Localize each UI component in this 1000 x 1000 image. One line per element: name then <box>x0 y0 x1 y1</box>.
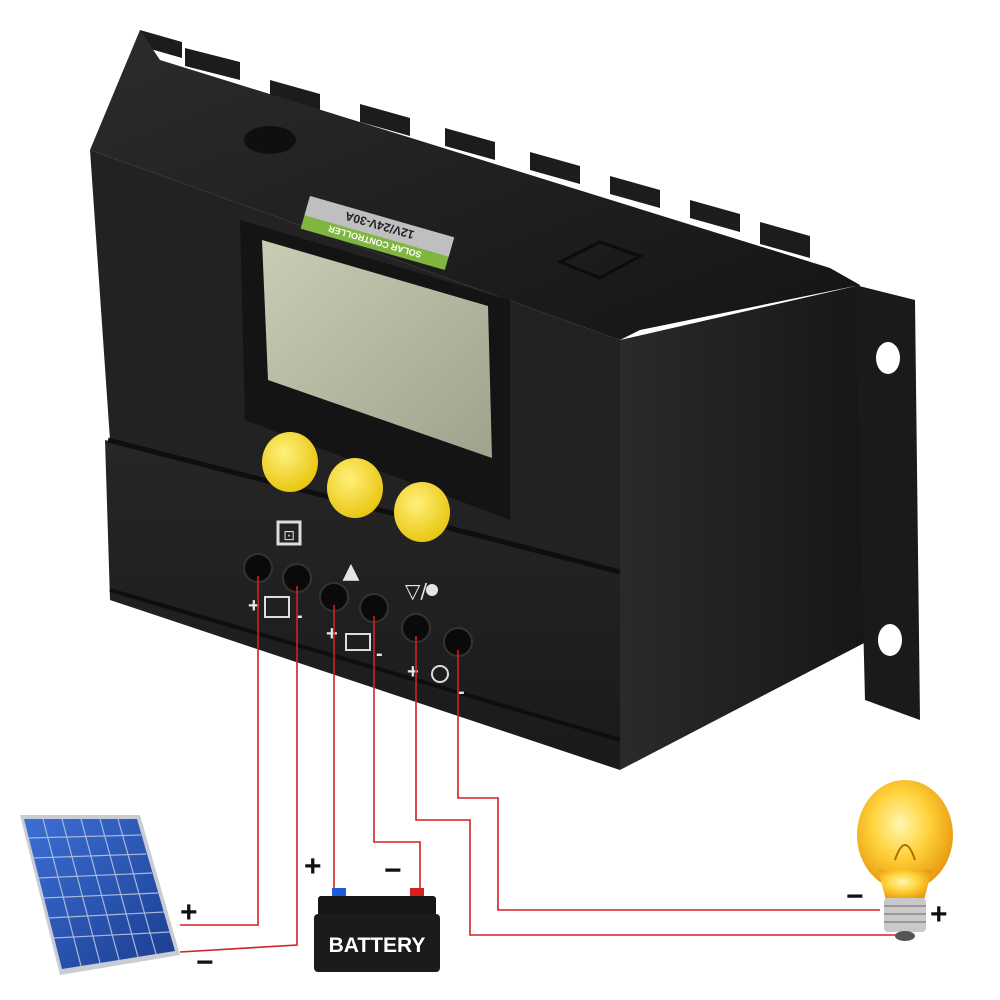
top-vent-hole <box>244 126 296 154</box>
wire-solar-plus <box>180 576 259 926</box>
wires <box>179 576 905 953</box>
menu-button[interactable] <box>262 432 318 492</box>
down-button[interactable] <box>394 482 450 542</box>
wire-solar-minus <box>179 586 298 953</box>
battery-minus-sign: - <box>376 643 383 665</box>
load-plus-sign: + <box>407 661 419 683</box>
load-bulb-mini-icon <box>431 665 449 683</box>
battery: BATTERY <box>314 888 440 972</box>
load-minus-sign: - <box>458 681 465 703</box>
wire-load-minus <box>457 650 880 911</box>
mounting-hole-top <box>876 342 900 374</box>
mounting-bracket <box>855 285 920 720</box>
bulb-minus-label: − <box>846 880 864 913</box>
wire-load-plus <box>415 636 905 936</box>
top-recess <box>556 240 644 280</box>
battery-minus-label: − <box>384 854 402 887</box>
load-terminal-icon: ▽/ <box>405 579 438 603</box>
controller-right-side <box>620 285 870 770</box>
wire-battery-minus <box>373 616 421 895</box>
light-bulb <box>857 780 953 941</box>
battery-plus-sign: + <box>326 623 338 645</box>
solar-plus-sign: + <box>248 595 260 617</box>
charge-controller: 12V/24V-30A SOLAR CONTROLLER ⊡ ▲ ▽/ <box>90 30 920 770</box>
up-button[interactable] <box>327 458 383 518</box>
svg-text:▲: ▲ <box>343 559 360 584</box>
solar-minus-sign: - <box>296 605 303 627</box>
lcd-screen <box>262 240 492 458</box>
battery-plus-label: + <box>304 850 322 883</box>
heatsink-fins <box>140 30 810 258</box>
svg-text:▽/: ▽/ <box>405 579 427 603</box>
solar-panel <box>20 815 180 975</box>
bulb-plus-label: + <box>930 898 948 931</box>
svg-text:⊡: ⊡ <box>283 528 295 544</box>
solar-terminal-icon: ⊡ <box>276 520 302 546</box>
solar-minus-label: − <box>196 946 214 979</box>
battery-mini-icon <box>345 633 371 651</box>
battery-terminal-icon: ▲ <box>343 559 360 584</box>
mounting-hole-bottom <box>878 624 902 656</box>
solar-panel-mini-icon <box>264 596 290 618</box>
controller-top-face <box>90 30 860 340</box>
solar-plus-label: + <box>180 896 198 929</box>
battery-label: BATTERY <box>329 934 426 957</box>
